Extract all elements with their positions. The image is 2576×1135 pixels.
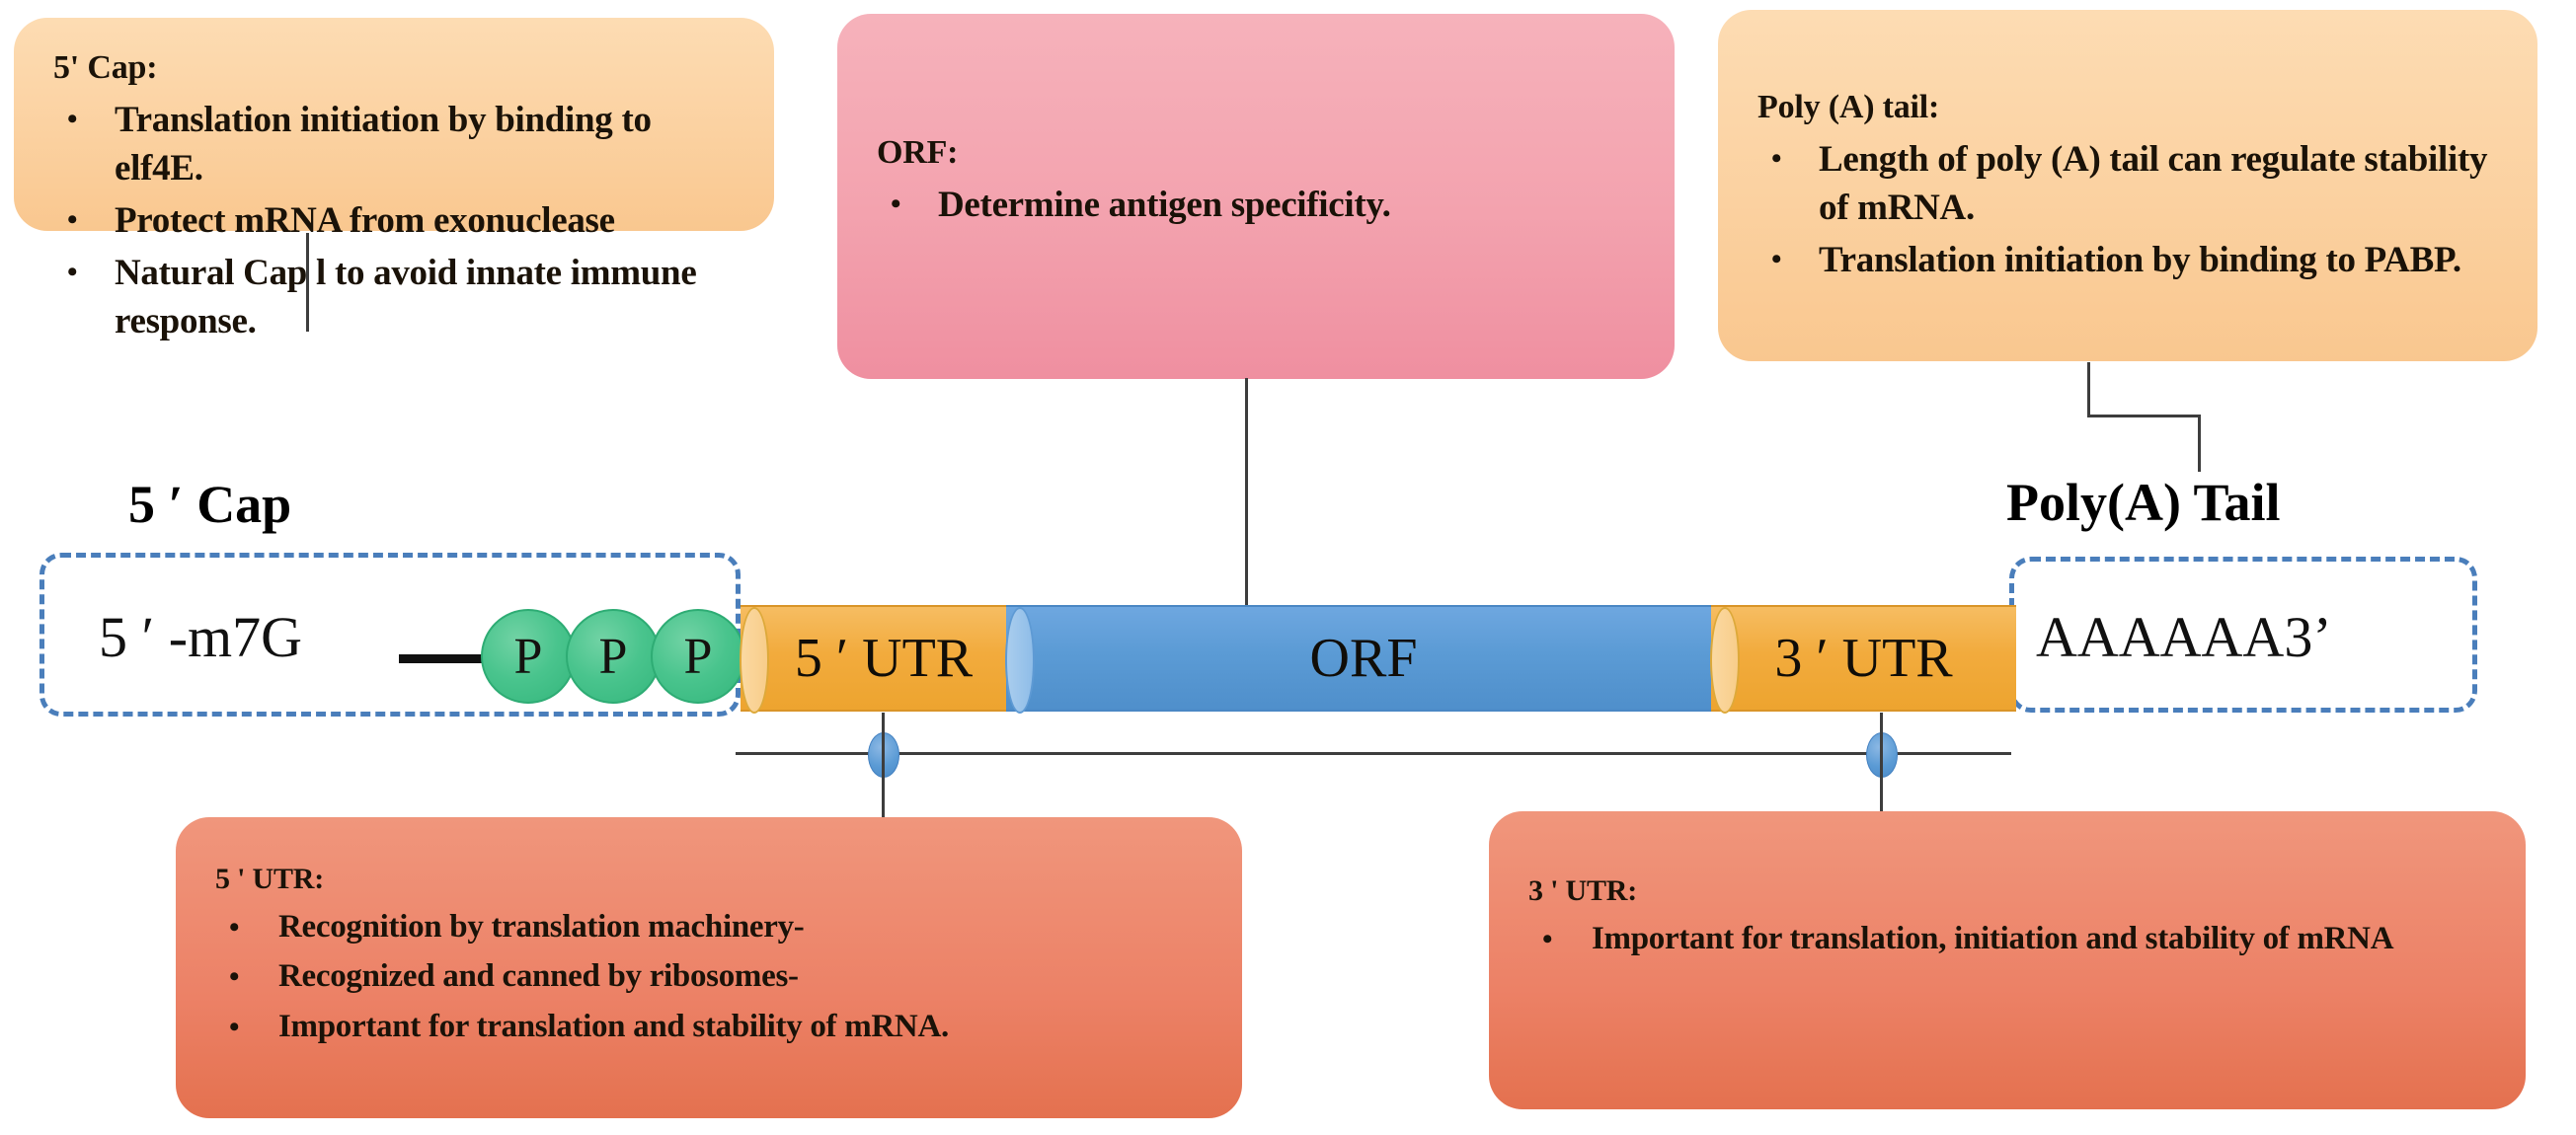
list-item-text: Natural Cap l to avoid innate immune res… — [115, 253, 697, 342]
bullet-icon: • — [229, 1011, 240, 1044]
list-item: • Important for translation and stability… — [215, 1004, 1209, 1050]
list-item: • Translation initiation by binding to PA… — [1757, 236, 2504, 284]
list-item-text: Determine antigen specificity. — [938, 184, 1391, 225]
bullet-icon: • — [229, 910, 240, 944]
list-item-text: Recognition by translation machinery- — [278, 908, 805, 945]
cylinder-end-cap-icon — [740, 607, 769, 714]
cylinder-end-cap-icon — [1710, 607, 1740, 714]
bullet-icon: • — [1771, 242, 1782, 275]
bullet-icon: • — [1771, 141, 1782, 175]
heading-poly-a-tail: Poly(A) Tail — [2006, 473, 2281, 532]
list-item: • Length of poly (A) tail can regulate st… — [1757, 135, 2504, 232]
callout-poly-a-tail-title: Poly (A) tail: — [1757, 89, 1940, 125]
callout-orf-list: • Determine antigen specificity. — [877, 181, 1641, 229]
list-item-text: Translation initiation by binding to elf… — [115, 99, 652, 189]
list-item: • Recognized and canned by ribosomes- — [215, 953, 1209, 1000]
callout-3prime-utr-title: 3 ' UTR: — [1528, 874, 1638, 907]
connector-line-5prime-utr — [882, 713, 885, 821]
callout-5prime-utr-list: • Recognition by translation machinery- •… — [215, 904, 1209, 1051]
phosphate-circle-3: P — [651, 609, 745, 704]
label-poly-a-sequence: AAAAAA3’ — [2036, 605, 2332, 669]
connector-line-cap — [306, 233, 309, 332]
connector-line-3prime-utr — [1880, 713, 1883, 819]
cylinder-5prime-utr-label: 5 ′ UTR — [794, 628, 974, 689]
list-item-text: Length of poly (A) tail can regulate sta… — [1819, 138, 2488, 228]
bullet-icon: • — [229, 960, 240, 994]
list-item: • Protect mRNA from exonuclease — [53, 196, 741, 245]
phosphate-circle-2: P — [566, 609, 661, 704]
callout-3prime-utr-list: • Important for translation, initiation a… — [1528, 916, 2492, 962]
bullet-icon: • — [67, 102, 78, 135]
list-item-text: Recognized and canned by ribosomes- — [278, 958, 799, 995]
heading-5prime-cap: 5 ′ Cap — [128, 475, 292, 534]
cylinder-orf-label: ORF — [1309, 628, 1418, 689]
callout-5prime-cap: 5' Cap: • Translation initiation by bindi… — [14, 18, 774, 341]
connector-line-polya-lower — [2198, 415, 2201, 472]
list-item-text: Translation initiation by binding to PAB… — [1819, 239, 2461, 280]
phosphate-circle-1: P — [481, 609, 576, 704]
bullet-icon: • — [891, 187, 901, 220]
cylinder-3prime-utr: 3 ′ UTR — [1710, 605, 2016, 714]
list-item-text: Important for translation and stability … — [278, 1009, 949, 1045]
list-item: • Determine antigen specificity. — [877, 181, 1641, 229]
cylinder-orf: ORF — [1005, 605, 1721, 714]
callout-poly-a-tail-list: • Length of poly (A) tail can regulate st… — [1757, 135, 2504, 285]
callout-3prime-utr: 3 ' UTR: • Important for translation, ini… — [1489, 811, 2526, 1109]
list-item: • Recognition by translation machinery- — [215, 904, 1209, 950]
bullet-icon: • — [67, 202, 78, 236]
cylinder-end-cap-icon — [1005, 607, 1035, 714]
phosphodiester-bond-line — [399, 654, 507, 663]
bullet-icon: • — [67, 256, 78, 289]
list-item-text: Protect mRNA from exonuclease — [115, 199, 615, 241]
callout-orf: ORF: • Determine antigen specificity. — [837, 14, 1675, 379]
list-item-text: Important for translation, initiation an… — [1592, 920, 2394, 956]
utr-axis-line — [736, 752, 2011, 755]
list-item: • Natural Cap l to avoid innate immune re… — [53, 249, 741, 345]
bullet-icon: • — [1542, 922, 1553, 955]
callout-5prime-cap-title: 5' Cap: — [53, 49, 158, 86]
label-m7g-cap: 5 ′ -m7G — [99, 605, 303, 669]
callout-poly-a-tail: Poly (A) tail: • Length of poly (A) tail … — [1718, 10, 2537, 361]
callout-5prime-utr-title: 5 ' UTR: — [215, 863, 325, 895]
callout-5prime-cap-list: • Translation initiation by binding to el… — [53, 96, 741, 346]
cylinder-3prime-utr-label: 3 ′ UTR — [1774, 628, 1953, 689]
connector-line-polya-elbow — [2087, 415, 2200, 417]
list-item: • Translation initiation by binding to el… — [53, 96, 741, 192]
callout-orf-title: ORF: — [877, 134, 959, 171]
cylinder-5prime-utr: 5 ′ UTR — [740, 605, 1027, 714]
callout-5prime-utr: 5 ' UTR: • Recognition by translation mac… — [176, 817, 1242, 1118]
list-item: • Important for translation, initiation a… — [1528, 916, 2492, 962]
connector-line-orf — [1245, 378, 1248, 607]
connector-line-polya-upper — [2087, 362, 2090, 417]
